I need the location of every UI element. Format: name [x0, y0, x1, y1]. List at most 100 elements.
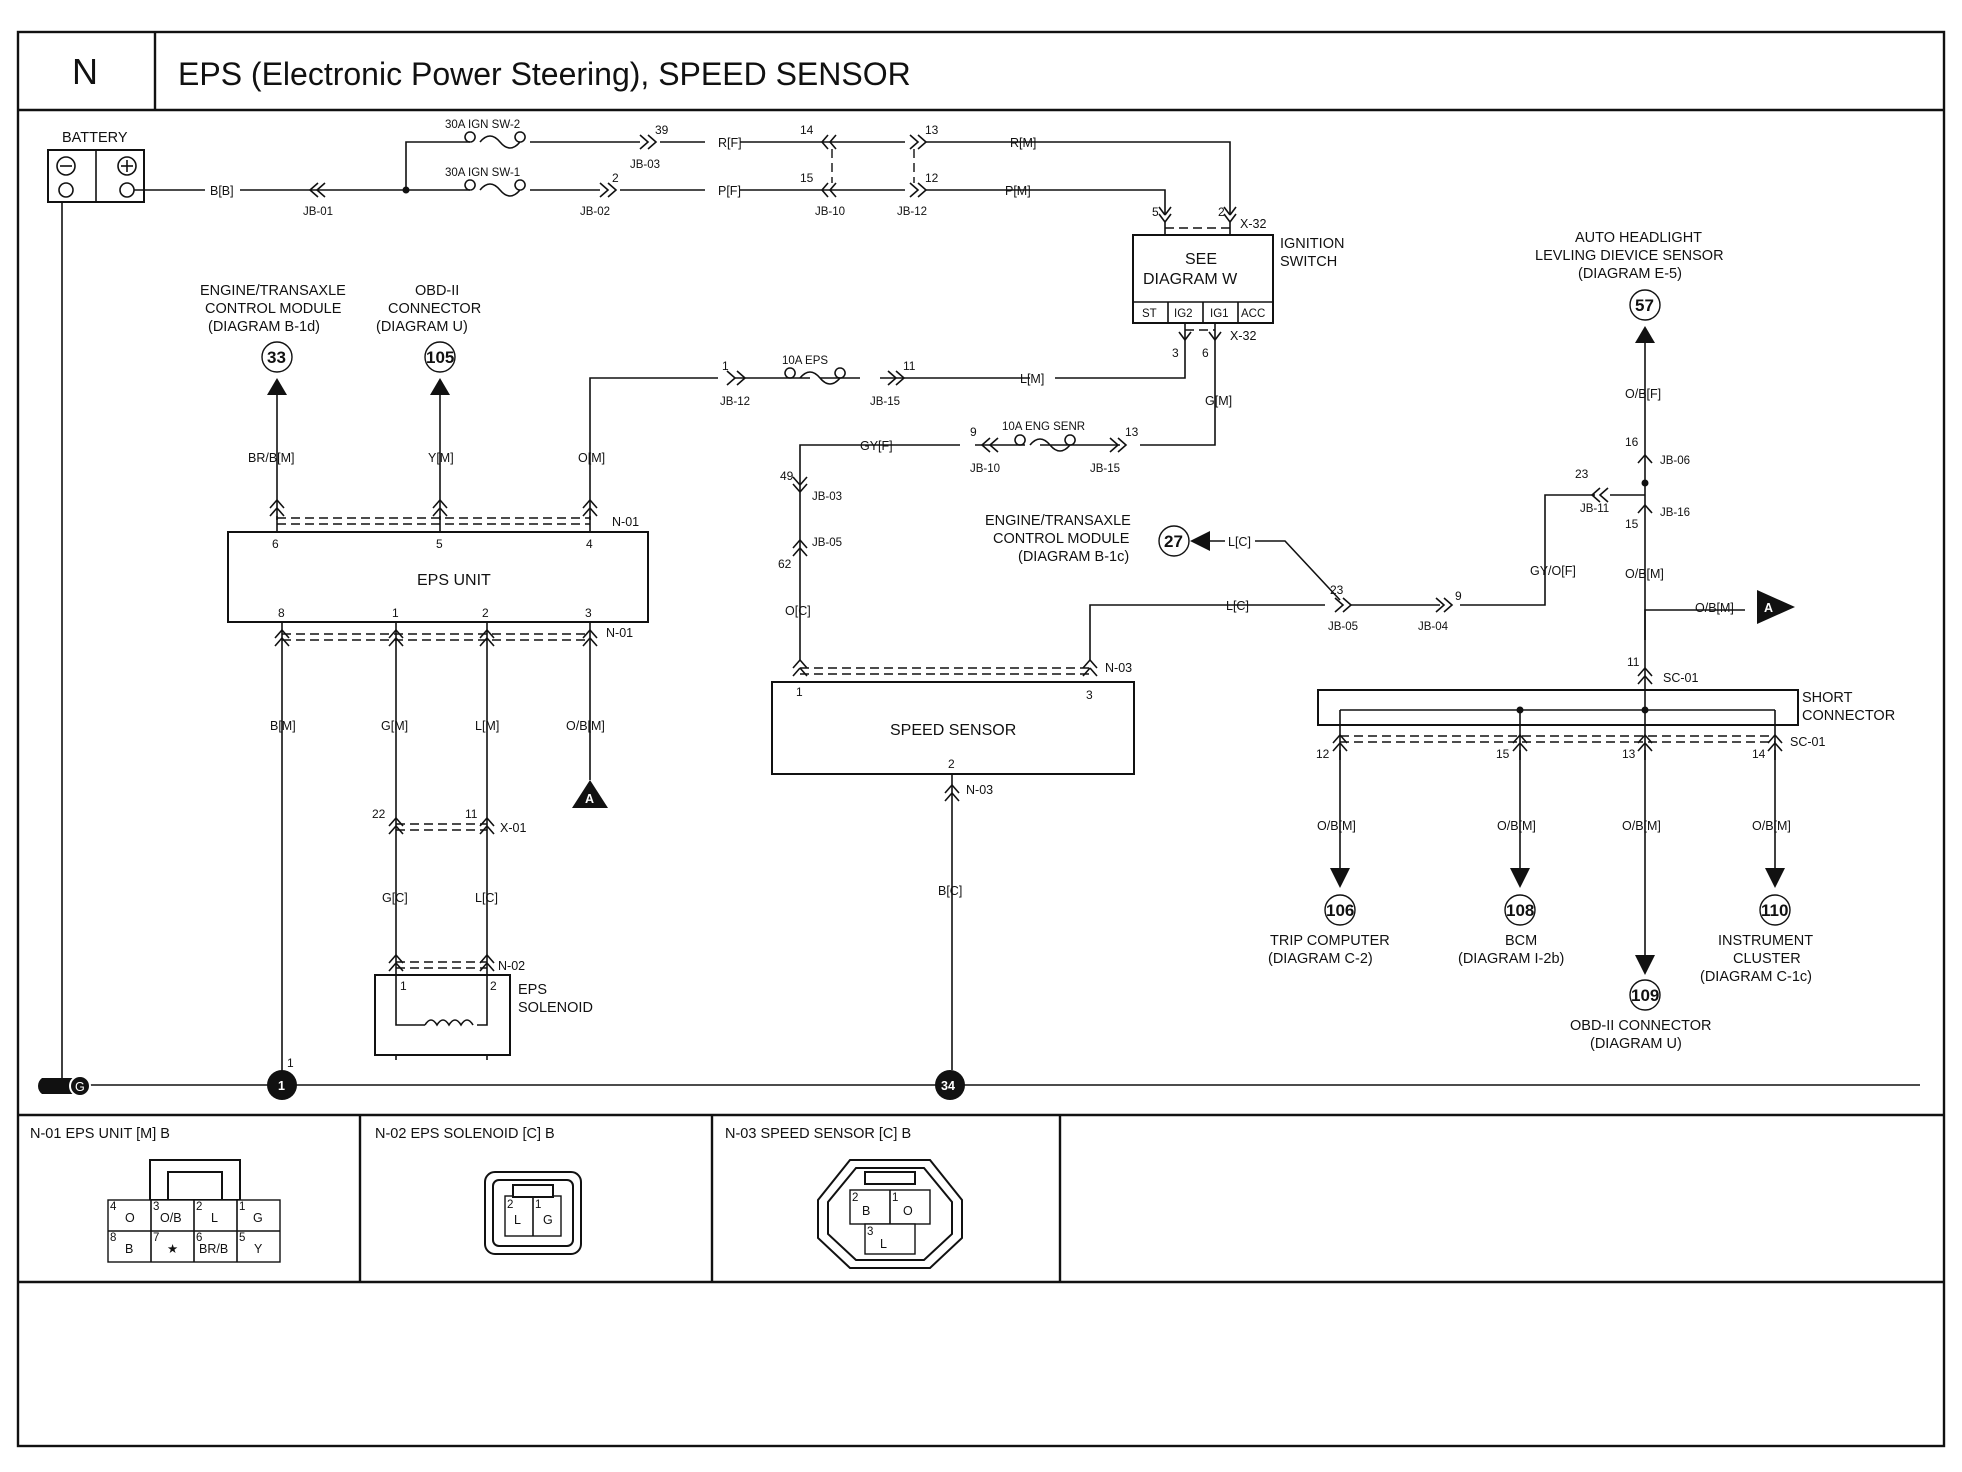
fuse-ign-sw2-symbol	[464, 131, 526, 149]
eps-pin-5: 5	[436, 537, 443, 551]
n03-cell-2-num: 2	[852, 1192, 858, 1204]
n02-cell-1-num: 1	[535, 1199, 541, 1211]
ref-57-label: 57	[1635, 296, 1654, 315]
headlight-ref-line2: LEVLING DIEVICE SENSOR	[1535, 248, 1724, 264]
ign-diagram: DIAGRAM W	[1143, 271, 1238, 288]
ref-108-label: 108	[1506, 901, 1534, 920]
ground-point-1	[267, 1070, 297, 1100]
n01-cell-6-num: 6	[196, 1232, 202, 1244]
ign-connector-top: X-32	[1240, 217, 1266, 231]
short-pin-top-11: 11	[1627, 655, 1640, 669]
eps-pin-3: 3	[585, 606, 592, 620]
ignition-switch	[1132, 234, 1274, 324]
ref-circle-33	[261, 341, 293, 373]
wire-color-obm-sc-15: O/B[M]	[1497, 819, 1536, 833]
junction-jb05-speed: JB-05	[812, 537, 842, 549]
n03-cell-2-code: B	[862, 1204, 870, 1218]
wire-color-gm-feed: G[M]	[1205, 394, 1232, 408]
n01-cell-5-num: 5	[239, 1232, 245, 1244]
section-letter: N	[72, 51, 98, 92]
wire-color-pm: P[M]	[1005, 184, 1031, 198]
wire-color-lc-mid: L[C]	[1226, 599, 1249, 613]
ign-pin-5: 5	[1152, 205, 1159, 219]
n03-cell-1-num: 1	[892, 1192, 898, 1204]
eng-feed-pin-13: 13	[1125, 425, 1139, 439]
wire-color-gm: G[M]	[381, 719, 408, 733]
speed-connector-bottom: N-03	[966, 783, 993, 797]
n03-cell-3-code: L	[880, 1237, 887, 1251]
junction-jb03-speed: JB-03	[812, 491, 842, 503]
wire-color-lc: L[C]	[475, 891, 498, 905]
connector-view-n03-title: N-03 SPEED SENSOR [C] B	[725, 1126, 911, 1142]
speed-pin-3: 3	[1086, 688, 1093, 702]
ecm-ref-mid-line2: CONTROL MODULE	[993, 531, 1130, 547]
offpage-a-left-label: A	[585, 792, 594, 806]
ground-pin-1: 1	[287, 1056, 294, 1070]
pin-39: 39	[655, 123, 669, 137]
ref-109-line1: OBD-II CONNECTOR	[1570, 1018, 1712, 1034]
n01-cell-2-code: L	[211, 1211, 218, 1225]
wire-color-brb: BR/B[M]	[248, 451, 295, 465]
ref-circle-27	[1158, 525, 1190, 557]
short-connector-line2: CONNECTOR	[1802, 708, 1895, 724]
n01-cell-6-code: BR/B	[199, 1242, 228, 1256]
short-connector-bottom: SC-01	[1790, 735, 1825, 749]
short-connector-line1: SHORT	[1802, 690, 1853, 706]
eps-pin-2: 2	[482, 606, 489, 620]
wire-color-obm-eps: O/B[M]	[566, 719, 605, 733]
eps-pin-6: 6	[272, 537, 279, 551]
wire-color-lc-ecm: L[C]	[1228, 535, 1251, 549]
junction-jb16: JB-16	[1660, 507, 1690, 519]
mid-jb05-pin-23: 23	[1330, 583, 1344, 597]
wire-color-bc: B[C]	[938, 884, 962, 898]
connector-view-n01-title: N-01 EPS UNIT [M] B	[30, 1126, 170, 1142]
speed-sensor-box	[771, 681, 1135, 775]
n01-cell-2-num: 2	[196, 1201, 202, 1213]
eps-connector-bottom: N-01	[606, 626, 633, 640]
n02-cell-1-code: G	[543, 1213, 553, 1227]
wire-color-obm-headlight: O/B[M]	[1625, 567, 1664, 581]
speed-jb03-pin-49: 49	[780, 469, 794, 483]
fuse-eps-symbol	[784, 367, 846, 385]
short-pin-13: 13	[1622, 747, 1636, 761]
eps-solenoid-connector: N-02	[498, 959, 525, 973]
offpage-a-right-label: A	[1764, 601, 1773, 615]
speed-connector-top: N-03	[1105, 661, 1132, 675]
eps-solenoid-line2: SOLENOID	[518, 1000, 593, 1016]
ground-point-1-label: 1	[278, 1079, 285, 1093]
n01-cell-7-code: ★	[167, 1242, 178, 1256]
n01-cell-1-code: G	[253, 1211, 263, 1225]
junction-jb02: JB-02	[580, 206, 610, 218]
junction-jb03-top-mark	[639, 134, 658, 150]
ref-105-label: 105	[426, 348, 454, 367]
fuse-eps-label: 10A EPS	[782, 355, 828, 367]
junction-jb02-mark	[599, 182, 618, 198]
junction-jb10-top-mark	[820, 134, 837, 198]
headlight-jb16-pin-15: 15	[1625, 517, 1639, 531]
wire-color-rf: R[F]	[718, 136, 742, 150]
n01-cell-8-code: B	[125, 1242, 133, 1256]
eps-solenoid-line1: EPS	[518, 982, 547, 998]
n01-cell-5-code: Y	[254, 1242, 263, 1256]
junction-jb06: JB-06	[1660, 455, 1690, 467]
wire-color-gc: G[C]	[382, 891, 408, 905]
pin-14: 14	[800, 123, 814, 137]
junction-jb01: JB-01	[303, 206, 333, 218]
junction-jb12-top-mark	[909, 134, 928, 198]
pin-15: 15	[800, 171, 814, 185]
n01-cell-4-code: O	[125, 1211, 135, 1225]
fuse-eng-senr-label: 10A ENG SENR	[1002, 421, 1085, 433]
n03-cell-1-code: O	[903, 1204, 913, 1218]
speed-pin-1: 1	[796, 685, 803, 699]
mid-jb11-pin-23: 23	[1575, 467, 1589, 481]
wire-color-gyo: GY/O[F]	[1530, 564, 1576, 578]
wire-color-lm: L[M]	[475, 719, 499, 733]
wire-color-lm-feed: L[M]	[1020, 372, 1044, 386]
ground-point-34	[935, 1070, 965, 1100]
sheet-frame	[16, 30, 1946, 1448]
ref-106-line1: TRIP COMPUTER	[1270, 933, 1390, 949]
connector-view-n01	[107, 1159, 281, 1263]
wire-color-gyf: GY[F]	[860, 439, 893, 453]
short-connector-box	[1317, 689, 1799, 726]
eps-feed-pin-11: 11	[903, 359, 916, 373]
